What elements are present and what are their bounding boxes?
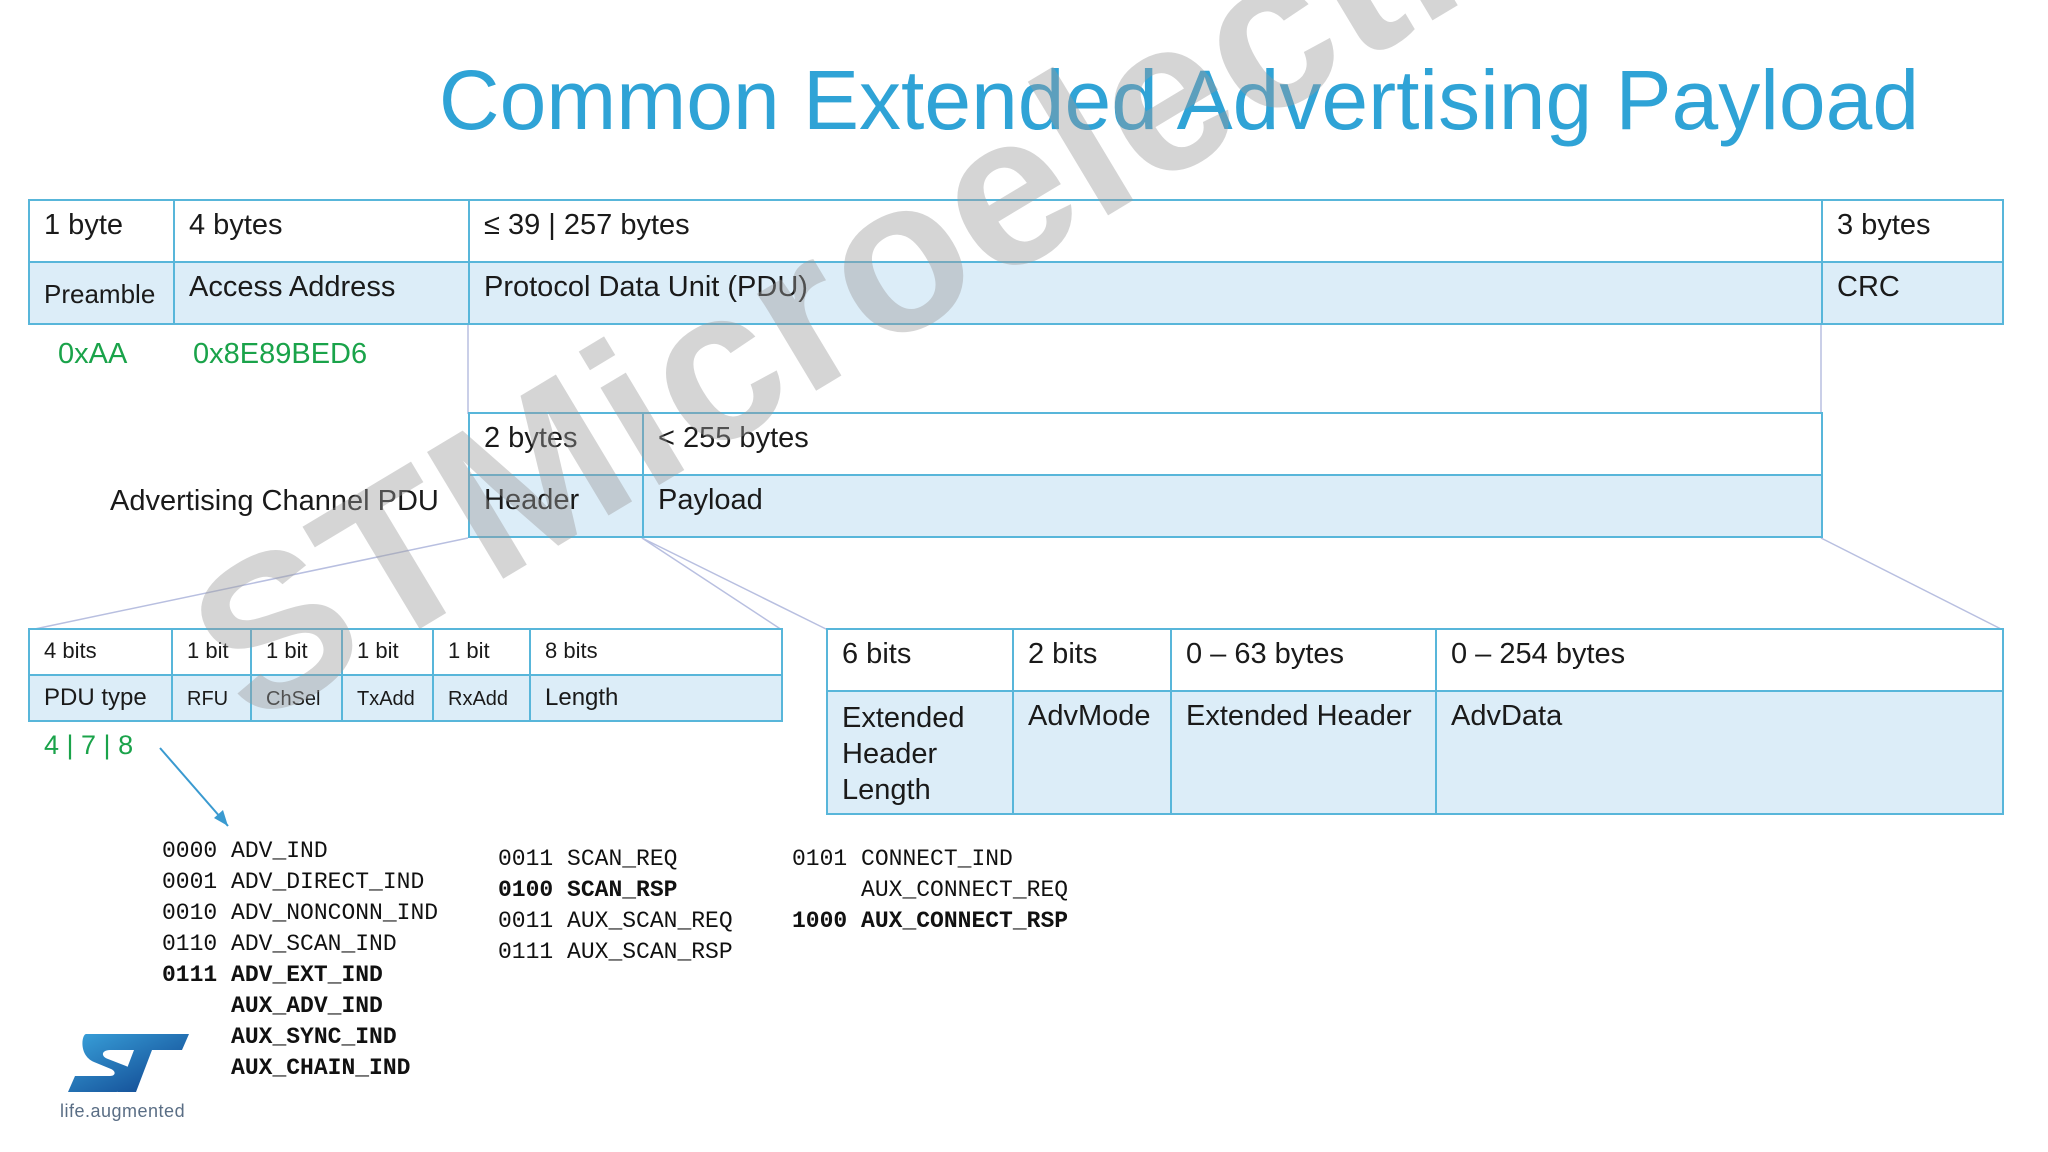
pdu-type-entry: 0101 CONNECT_IND — [792, 844, 1068, 875]
ext-header-length-size: 6 bits — [826, 628, 1014, 692]
pdu-type-entry: 0110 ADV_SCAN_IND — [162, 929, 438, 960]
pdu-type-name: ADV_EXT_IND — [231, 962, 383, 988]
pdu-type-entry: 0100 SCAN_RSP — [498, 875, 733, 906]
pdu-type-code: 0111 — [162, 962, 218, 988]
advertising-channel-pdu-label: Advertising Channel PDU — [110, 485, 439, 517]
pdu-type-entry: AUX_SYNC_IND — [162, 1022, 438, 1053]
arrow-head-icon — [214, 810, 228, 826]
header-size: 2 bytes — [468, 412, 644, 476]
pdu-type-entry: AUX_CONNECT_REQ — [792, 875, 1068, 906]
pdu-type-code — [162, 993, 217, 1019]
rxadd-size: 1 bit — [432, 628, 531, 676]
pdu-type-code: 0110 — [162, 931, 218, 957]
pdu-field: Protocol Data Unit (PDU) — [468, 261, 1823, 325]
header-field: Header — [468, 474, 644, 538]
advdata-field: AdvData — [1435, 690, 2004, 815]
chsel-field: ChSel — [250, 674, 343, 722]
rfu-field: RFU — [171, 674, 252, 722]
logo-tagline: life.augmented — [60, 1101, 186, 1121]
pdu-type-name: ADV_NONCONN_IND — [231, 900, 439, 926]
st-logo-icon — [68, 1034, 189, 1092]
pdu-type-code — [792, 877, 847, 903]
pdu-type-name: AUX_CONNECT_REQ — [861, 877, 1069, 903]
pdu-type-name: AUX_CHAIN_IND — [231, 1055, 411, 1081]
advdata-size: 0 – 254 bytes — [1435, 628, 2004, 692]
preamble-size: 1 byte — [28, 199, 175, 263]
pdu-type-arrow — [159, 747, 229, 827]
pdu-type-field: PDU type — [28, 674, 173, 722]
length-field: Length — [529, 674, 783, 722]
pdu-type-code: 0001 — [162, 869, 218, 895]
pdu-type-code: 0000 — [162, 838, 218, 864]
pdu-type-name: SCAN_RSP — [567, 877, 678, 903]
pdu-type-entry: 0010 ADV_NONCONN_IND — [162, 898, 438, 929]
pdu-type-name: AUX_SCAN_RSP — [567, 939, 733, 965]
extended-header-field: Extended Header — [1170, 690, 1437, 815]
pdu-type-name: AUX_SCAN_REQ — [567, 908, 733, 934]
pdu-type-code: 0011 — [498, 908, 554, 934]
connector-header-left — [29, 537, 469, 631]
pdu-type-entry: 0001 ADV_DIRECT_IND — [162, 867, 438, 898]
access-address-size: 4 bytes — [173, 199, 470, 263]
pdu-type-name: ADV_IND — [231, 838, 328, 864]
pdu-type-code: 1000 — [792, 908, 848, 934]
pdu-type-code: 0111 — [498, 939, 554, 965]
pdu-type-size: 4 bits — [28, 628, 173, 676]
pdu-type-entry: 1000 AUX_CONNECT_RSP — [792, 906, 1068, 937]
connector-header-right — [641, 537, 783, 631]
pdu-type-entry: 0111 ADV_EXT_IND — [162, 960, 438, 991]
txadd-field: TxAdd — [341, 674, 434, 722]
pdu-size: ≤ 39 | 257 bytes — [468, 199, 1823, 263]
pdu-type-code: 0010 — [162, 900, 218, 926]
pdu-type-name: ADV_DIRECT_IND — [231, 869, 425, 895]
access-address-value: 0x8E89BED6 — [193, 338, 368, 370]
pdu-type-name: CONNECT_IND — [861, 846, 1013, 872]
advmode-size: 2 bits — [1012, 628, 1172, 692]
pdu-type-list-3: 0101 CONNECT_IND AUX_CONNECT_REQ 1000 AUX… — [792, 844, 1068, 937]
pdu-type-code: 0101 — [792, 846, 848, 872]
rxadd-field: RxAdd — [432, 674, 531, 722]
pdu-type-values: 4 | 7 | 8 — [44, 730, 134, 760]
crc-field: CRC — [1821, 261, 2004, 325]
pdu-type-code: 0011 — [498, 846, 554, 872]
payload-size: < 255 bytes — [642, 412, 1823, 476]
extended-header-size: 0 – 63 bytes — [1170, 628, 1437, 692]
pdu-type-entry: 0011 AUX_SCAN_REQ — [498, 906, 733, 937]
pdu-type-entry: 0011 SCAN_REQ — [498, 844, 733, 875]
txadd-size: 1 bit — [341, 628, 434, 676]
pdu-type-entry: 0111 AUX_SCAN_RSP — [498, 937, 733, 968]
connector-payload-right — [1820, 537, 2004, 631]
advmode-field: AdvMode — [1012, 690, 1172, 815]
connector-payload-left — [641, 537, 829, 631]
pdu-type-name: AUX_CONNECT_RSP — [861, 908, 1069, 934]
access-address-field: Access Address — [173, 261, 470, 325]
pdu-type-name: AUX_ADV_IND — [231, 993, 383, 1019]
preamble-field: Preamble — [28, 261, 175, 325]
payload-field: Payload — [642, 474, 1823, 538]
ext-header-length-field: Extended Header Length — [826, 690, 1014, 815]
rfu-size: 1 bit — [171, 628, 252, 676]
pdu-type-entry: AUX_ADV_IND — [162, 991, 438, 1022]
page-title: Common Extended Advertising Payload — [438, 53, 1920, 147]
length-size: 8 bits — [529, 628, 783, 676]
preamble-value: 0xAA — [58, 338, 128, 370]
pdu-type-name: SCAN_REQ — [567, 846, 678, 872]
pdu-type-code: 0100 — [498, 877, 554, 903]
pdu-type-name: ADV_SCAN_IND — [231, 931, 397, 957]
pdu-type-entry: 0000 ADV_IND — [162, 836, 438, 867]
crc-size: 3 bytes — [1821, 199, 2004, 263]
pdu-type-name: AUX_SYNC_IND — [231, 1024, 397, 1050]
pdu-type-entry: AUX_CHAIN_IND — [162, 1053, 438, 1084]
